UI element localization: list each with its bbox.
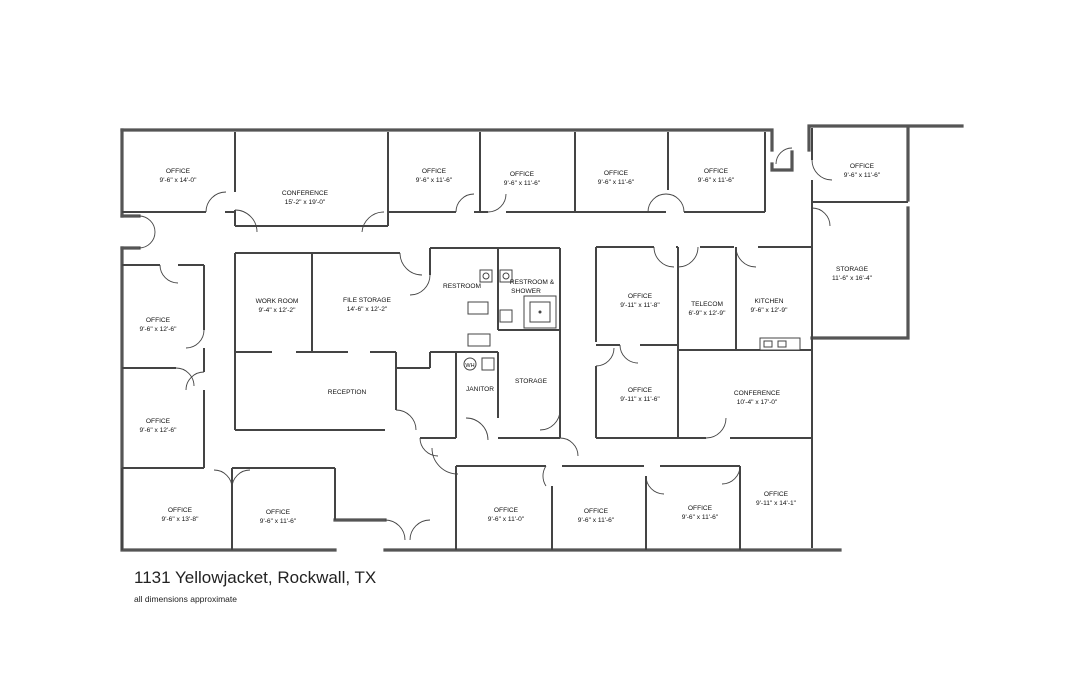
property-address-title: 1131 Yellowjacket, Rockwall, TX — [134, 568, 377, 587]
room-dimensions: 9'-6" x 14'-0" — [160, 177, 198, 184]
room-dimensions: 15'-2" x 19'-0" — [285, 199, 326, 206]
drain-icon — [538, 310, 542, 314]
room-dimensions: 9'-11" x 14'-1" — [756, 500, 797, 507]
room-dimensions: 11'-6" x 16'-4" — [832, 275, 873, 282]
toilet-icon — [467, 301, 489, 315]
room-dimensions: 14'-6" x 12'-2" — [347, 306, 388, 313]
room-dimensions: 10'-4" x 17'-0" — [737, 399, 778, 406]
room-name: OFFICE — [266, 509, 291, 516]
room-name: OFFICE — [704, 168, 729, 175]
room-dimensions: 9'-6" x 11'-6" — [504, 180, 541, 187]
room-name: RECEPTION — [328, 389, 367, 396]
room-dimensions: 9'-6" x 12'-6" — [140, 427, 178, 434]
room-dimensions: 9'-6" x 11'-6" — [260, 518, 297, 525]
room-name: RESTROOM — [443, 283, 481, 290]
water-heater-icon — [463, 357, 477, 371]
room-name: OFFICE — [628, 293, 653, 300]
sink-basin-icon — [482, 272, 490, 280]
room-dimensions: 9'-6" x 11'-6" — [416, 177, 453, 184]
room-dimensions: 9'-6" x 12'-9" — [751, 307, 789, 314]
room-name: OFFICE — [628, 387, 653, 394]
room-dimensions: 9'-6" x 11'-6" — [682, 514, 719, 521]
room-dimensions: 9'-11" x 11'-8" — [620, 302, 660, 309]
room-labels: OFFICE 9'-6" x 14'-0" CONFERENCE 15'-2" … — [140, 163, 881, 525]
room-dimensions: 9'-6" x 12'-6" — [140, 326, 178, 333]
room-name: OFFICE — [764, 491, 789, 498]
room-name: OFFICE — [166, 168, 191, 175]
room-name: OFFICE — [510, 171, 535, 178]
room-name: OFFICE — [146, 418, 171, 425]
toilet-icon — [467, 333, 491, 347]
mop-sink-icon — [481, 357, 495, 371]
room-dimensions: 9'-6" x 11'-6" — [698, 177, 735, 184]
room-name: OFFICE — [146, 317, 171, 324]
room-name: STORAGE — [515, 378, 548, 385]
sink-basin-icon — [502, 272, 510, 280]
room-name: RESTROOM & — [510, 279, 555, 286]
room-name: TELECOM — [691, 301, 723, 308]
room-name: OFFICE — [422, 168, 447, 175]
dimensions-disclaimer: all dimensions approximate — [134, 594, 237, 604]
room-dimensions: 9'-4" x 12'-2" — [259, 307, 297, 314]
toilet-icon — [499, 309, 513, 323]
room-dimensions: 9'-6" x 11'-0" — [488, 516, 525, 523]
room-name: STORAGE — [836, 266, 869, 273]
room-dimensions: 9'-6" x 13'-8" — [162, 516, 200, 523]
exterior-walls — [120, 124, 964, 552]
room-name: CONFERENCE — [282, 190, 329, 197]
room-name: SHOWER — [511, 288, 541, 295]
plumbing-fixtures — [463, 269, 801, 371]
room-dimensions: 6'-9" x 12'-9" — [689, 310, 727, 317]
room-name: OFFICE — [850, 163, 875, 170]
room-name: OFFICE — [584, 508, 609, 515]
room-dimensions: 9'-11" x 11'-6" — [620, 396, 660, 403]
room-name: FILE STORAGE — [343, 297, 391, 304]
room-dimensions: 9'-6" x 11'-6" — [578, 517, 615, 524]
room-name: OFFICE — [604, 170, 629, 177]
door-swings — [138, 147, 833, 541]
room-dimensions: 9'-6" x 11'-6" — [844, 172, 881, 179]
room-name: OFFICE — [688, 505, 713, 512]
room-dimensions: 9'-6" x 11'-6" — [598, 179, 635, 186]
water-heater-label: WH — [465, 363, 474, 369]
room-name: WORK ROOM — [256, 298, 299, 305]
kitchen-basin-icon — [777, 340, 787, 348]
room-name: CONFERENCE — [734, 390, 781, 397]
room-name: JANITOR — [466, 386, 494, 393]
room-name: KITCHEN — [755, 298, 784, 305]
room-name: OFFICE — [168, 507, 193, 514]
room-name: OFFICE — [494, 507, 519, 514]
kitchen-basin-icon — [763, 340, 773, 348]
